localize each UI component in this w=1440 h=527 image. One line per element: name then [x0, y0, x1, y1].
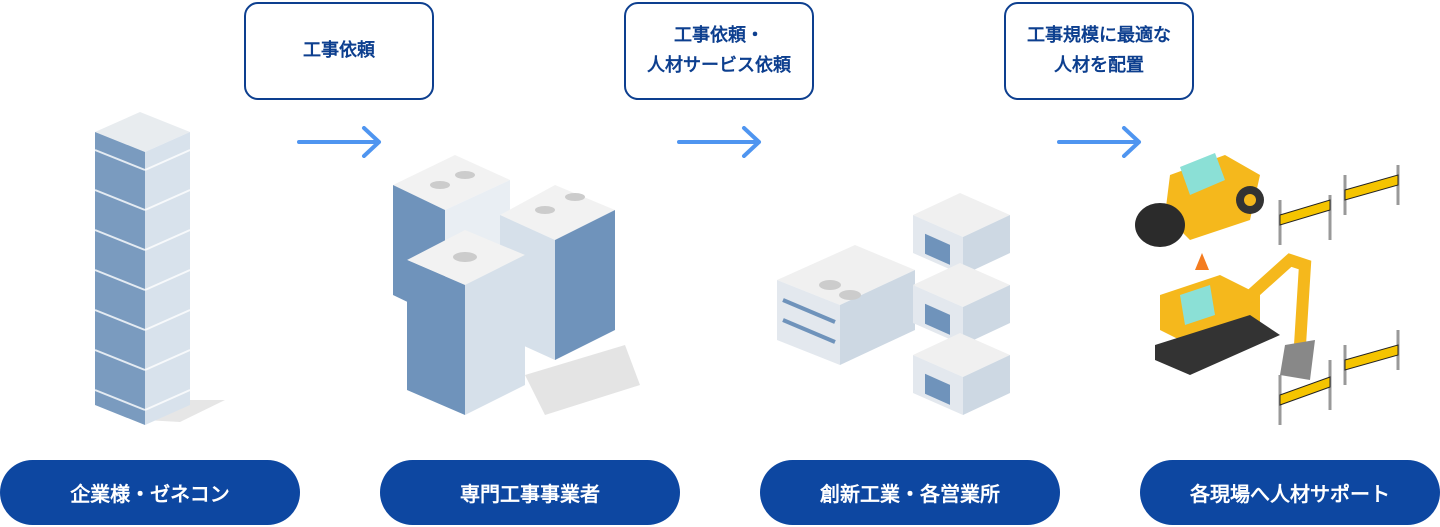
arrow-right-icon — [297, 126, 381, 158]
excavator-icon — [1155, 253, 1315, 380]
flow-text: 工事依頼・ — [674, 25, 764, 46]
step-pill-3: 創新工業・各営業所 — [760, 460, 1060, 525]
step-label: 創新工業・各営業所 — [820, 482, 1000, 506]
flow-box-1: 工事依頼 — [244, 2, 434, 100]
flow-text: 人材を配置 — [1054, 55, 1144, 76]
traffic-cone-icon — [1195, 253, 1209, 270]
company-offices-illustration — [777, 193, 1010, 415]
step-pill-1: 企業様・ゼネコン — [0, 460, 300, 525]
flow-text: 工事依頼 — [303, 40, 375, 61]
flow-box-3: 工事規模に最適な 人材を配置 — [1004, 2, 1194, 100]
road-roller-icon — [1135, 153, 1264, 247]
step-label: 企業様・ゼネコン — [70, 482, 230, 506]
construction-site-illustration — [1135, 153, 1400, 425]
step-pill-4: 各現場へ人材サポート — [1140, 460, 1440, 525]
office-buildings-illustration — [393, 155, 640, 415]
step-label: 専門工事事業者 — [460, 482, 600, 506]
arrow-right-icon — [1057, 126, 1141, 158]
skyscraper-illustration — [94, 112, 225, 425]
flow-box-2: 工事依頼・ 人材サービス依頼 — [624, 2, 814, 100]
arrow-right-icon — [677, 126, 761, 158]
step-pill-2: 専門工事事業者 — [380, 460, 680, 525]
flow-text: 工事規模に最適な — [1027, 25, 1171, 46]
flow-text: 人材サービス依頼 — [647, 55, 791, 76]
step-label: 各現場へ人材サポート — [1190, 482, 1390, 506]
